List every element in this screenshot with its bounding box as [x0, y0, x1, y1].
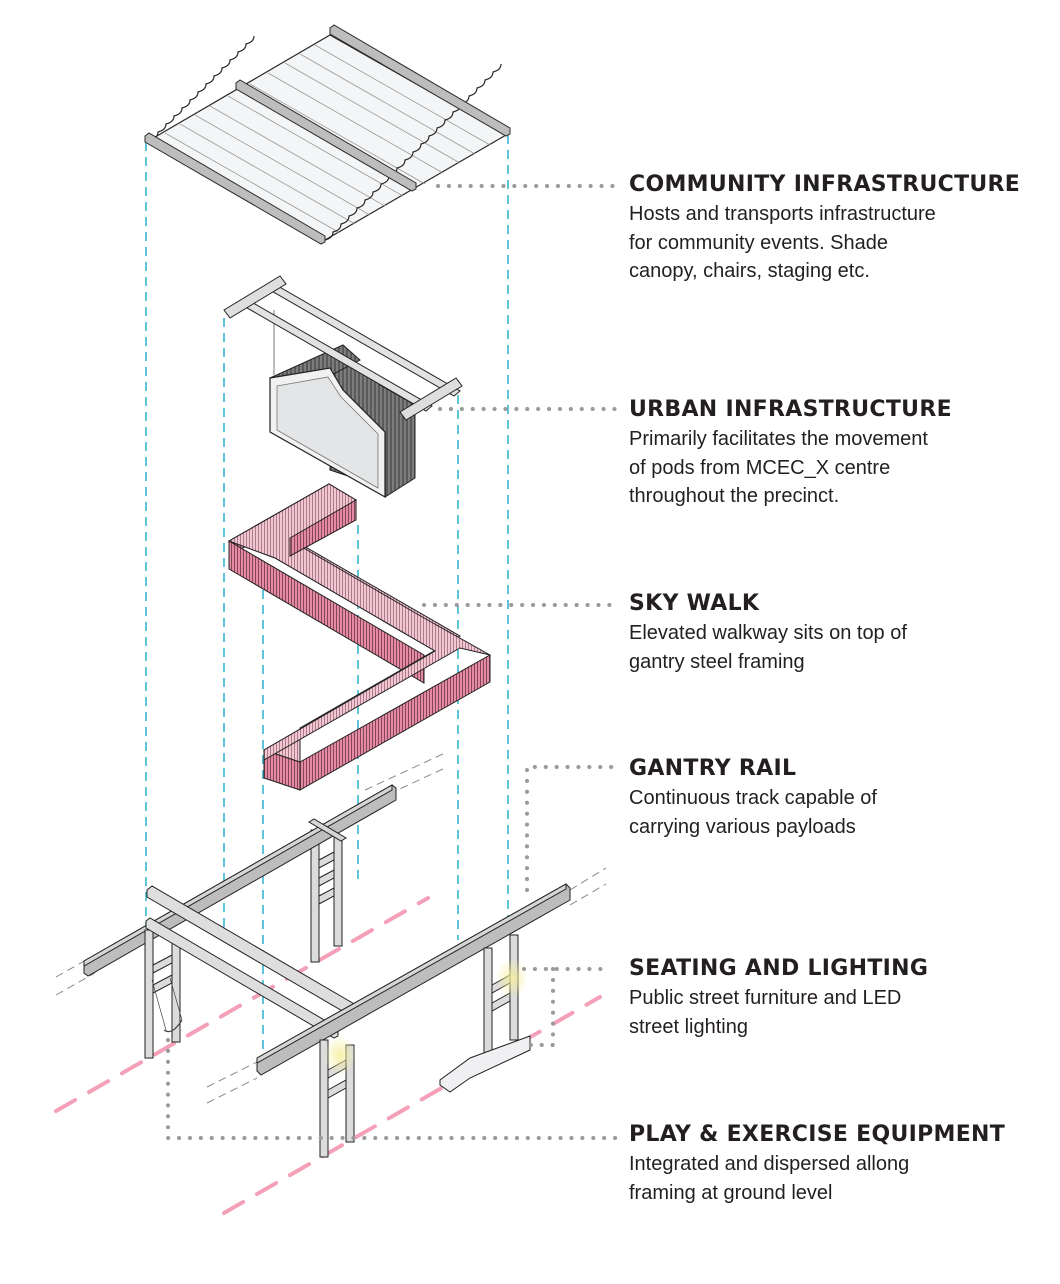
label-title: PLAY & EXERCISE EQUIPMENT [629, 1122, 1006, 1147]
pod-carrier [223, 275, 463, 499]
gantry-post [144, 929, 181, 1059]
label-gantry-rail: GANTRY RAIL Continuous track capable of … [629, 756, 877, 841]
label-sky-walk: SKY WALK Elevated walkway sits on top of… [629, 591, 907, 676]
leader-seating-drop [522, 967, 555, 1047]
leader-lines [166, 184, 620, 1140]
gantry-frame [83, 784, 571, 1158]
description-line: carrying various payloads [629, 815, 856, 838]
description-line: gantry steel framing [629, 650, 805, 673]
label-community-infrastructure: COMMUNITY INFRASTRUCTURE Hosts and trans… [629, 172, 1020, 286]
swing [151, 977, 183, 1033]
label-play-exercise-equipment: PLAY & EXERCISE EQUIPMENT Integrated and… [629, 1122, 1005, 1207]
led-light-glow [496, 958, 528, 998]
label-title: GANTRY RAIL [629, 756, 797, 781]
label-description: Hosts and transports infrastructure for … [629, 200, 1020, 286]
label-description: Elevated walkway sits on top of gantry s… [629, 619, 907, 676]
sky-walk [227, 483, 491, 791]
description-line: Primarily facilitates the movement [629, 428, 928, 450]
ground-line [222, 995, 602, 1215]
description-line: Public street furniture and LED [629, 987, 902, 1009]
projection-lines [145, 135, 509, 1050]
description-line: throughout the precinct. [629, 485, 840, 507]
label-title: SEATING AND LIGHTING [629, 956, 929, 981]
description-line: Elevated walkway sits on top of [629, 622, 907, 644]
gantry-post [310, 829, 343, 963]
bench [439, 1035, 531, 1093]
label-title: URBAN INFRASTRUCTURE [629, 397, 952, 422]
led-light-glow [324, 1035, 356, 1075]
description-line: canopy, chairs, staging etc. [629, 260, 870, 282]
leader-gantry [525, 765, 620, 892]
ground-line [54, 896, 430, 1113]
label-description: Primarily facilitates the movement of po… [629, 425, 952, 511]
label-description: Integrated and dispersed allong framing … [629, 1150, 1005, 1207]
leader-play [166, 1038, 620, 1140]
label-description: Continuous track capable of carrying var… [629, 784, 877, 841]
description-line: framing at ground level [629, 1181, 833, 1204]
description-line: Continuous track capable of [629, 787, 877, 809]
description-line: of pods from MCEC_X centre [629, 456, 891, 479]
description-line: for community events. Shade [629, 231, 889, 254]
label-title: COMMUNITY INFRASTRUCTURE [629, 172, 1021, 197]
label-seating-and-lighting: SEATING AND LIGHTING Public street furni… [629, 956, 928, 1041]
label-urban-infrastructure: URBAN INFRASTRUCTURE Primarily facilitat… [629, 397, 952, 511]
label-description: Public street furniture and LED street l… [629, 984, 928, 1041]
description-line: street lighting [629, 1015, 748, 1038]
canopy-roof [144, 24, 511, 245]
description-line: Hosts and transports infrastructure [629, 203, 936, 225]
description-line: Integrated and dispersed allong [629, 1153, 910, 1175]
label-title: SKY WALK [629, 591, 760, 616]
ground-alignment-lines [54, 896, 602, 1215]
